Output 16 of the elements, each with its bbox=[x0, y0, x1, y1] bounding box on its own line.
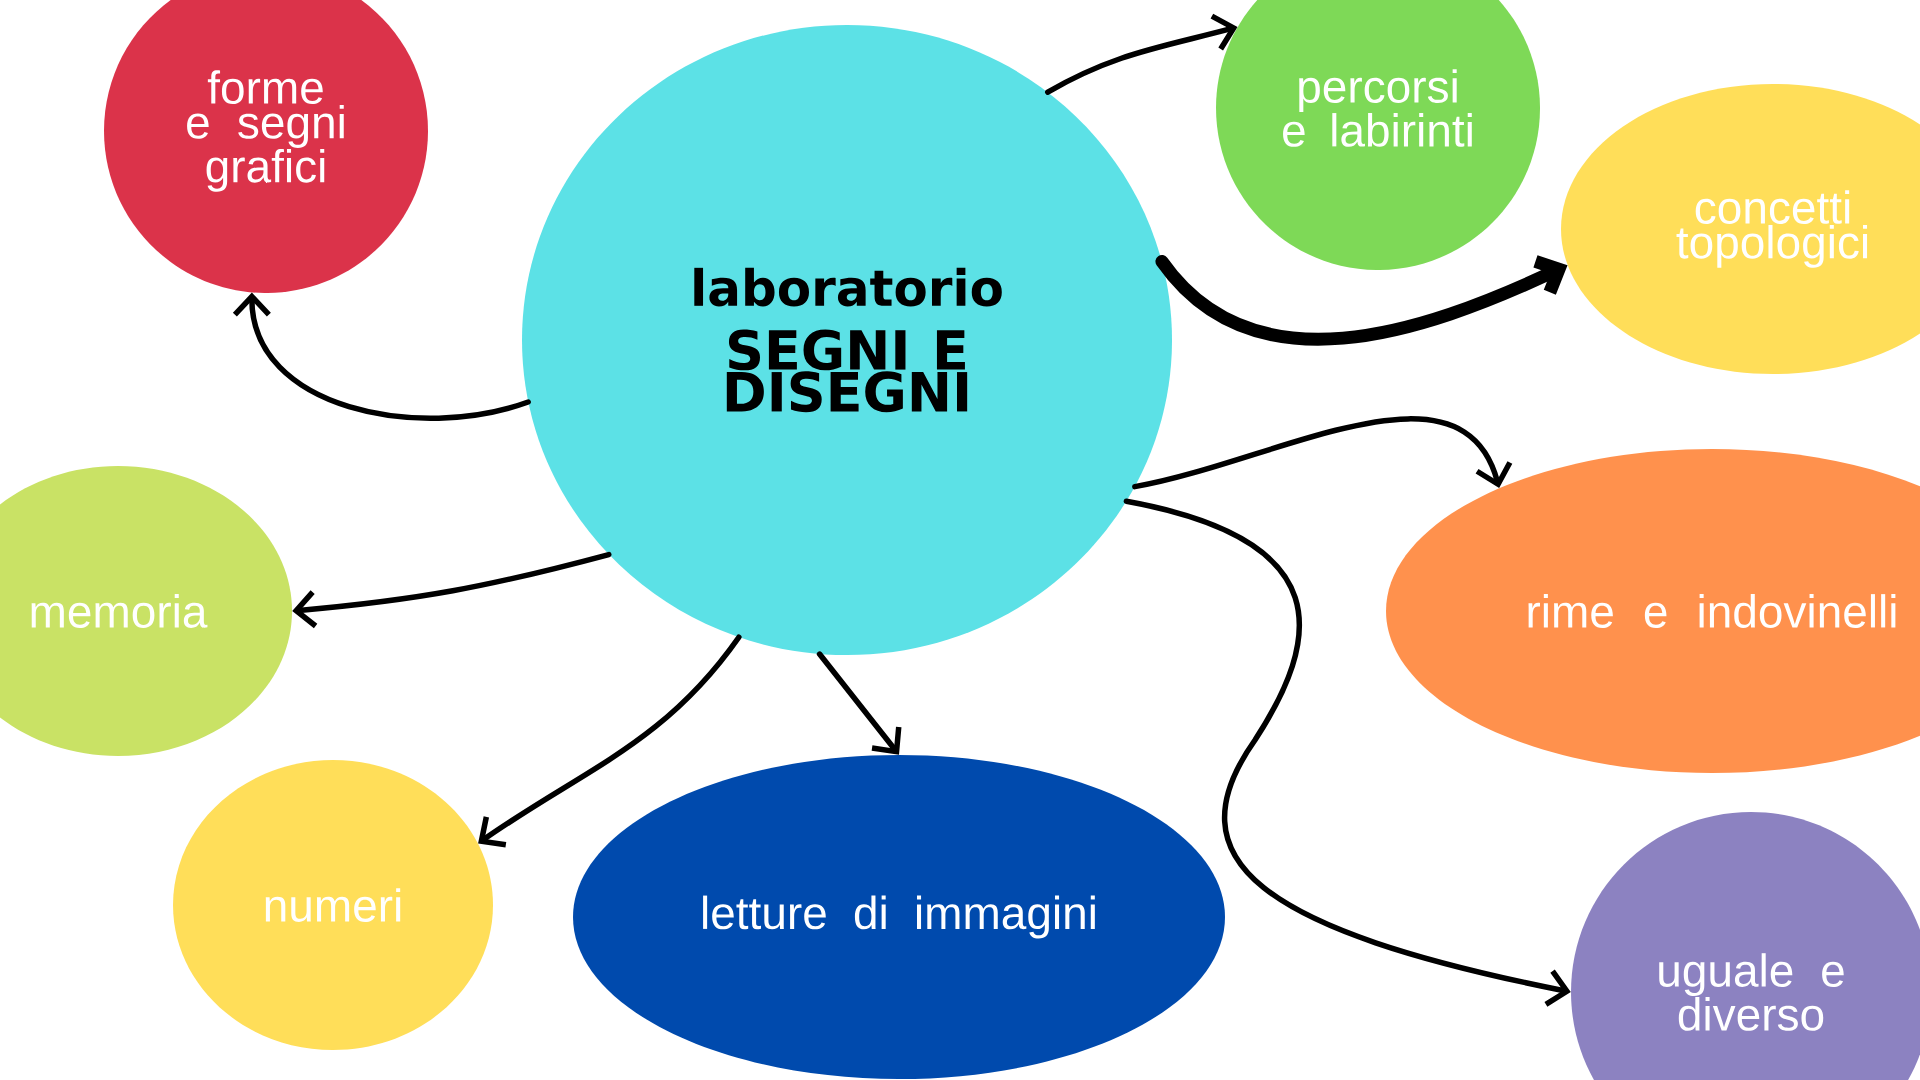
topic-bubble: numeri bbox=[173, 760, 493, 1050]
curved-arrow bbox=[1045, 13, 1238, 95]
topic-bubble: letture di immagini bbox=[573, 755, 1225, 1079]
curved-arrow bbox=[292, 551, 612, 629]
curved-arrow bbox=[232, 292, 531, 421]
topic-bubble: forme e segni grafici bbox=[104, 0, 428, 293]
curved-arrow bbox=[816, 651, 902, 755]
curved-arrow bbox=[478, 634, 742, 848]
topic-bubble: uguale e diverso bbox=[1571, 812, 1920, 1080]
topic-bubble: memoria bbox=[0, 466, 292, 756]
topic-bubble: percorsi e labirinti bbox=[1216, 0, 1540, 270]
curved-arrow bbox=[1132, 416, 1513, 490]
curved-arrow bbox=[1155, 255, 1568, 346]
curved-arrow bbox=[1123, 498, 1571, 1007]
topic-bubble: concetti topologici bbox=[1561, 84, 1920, 374]
topic-bubble: rime e indovinelli bbox=[1386, 449, 1920, 773]
